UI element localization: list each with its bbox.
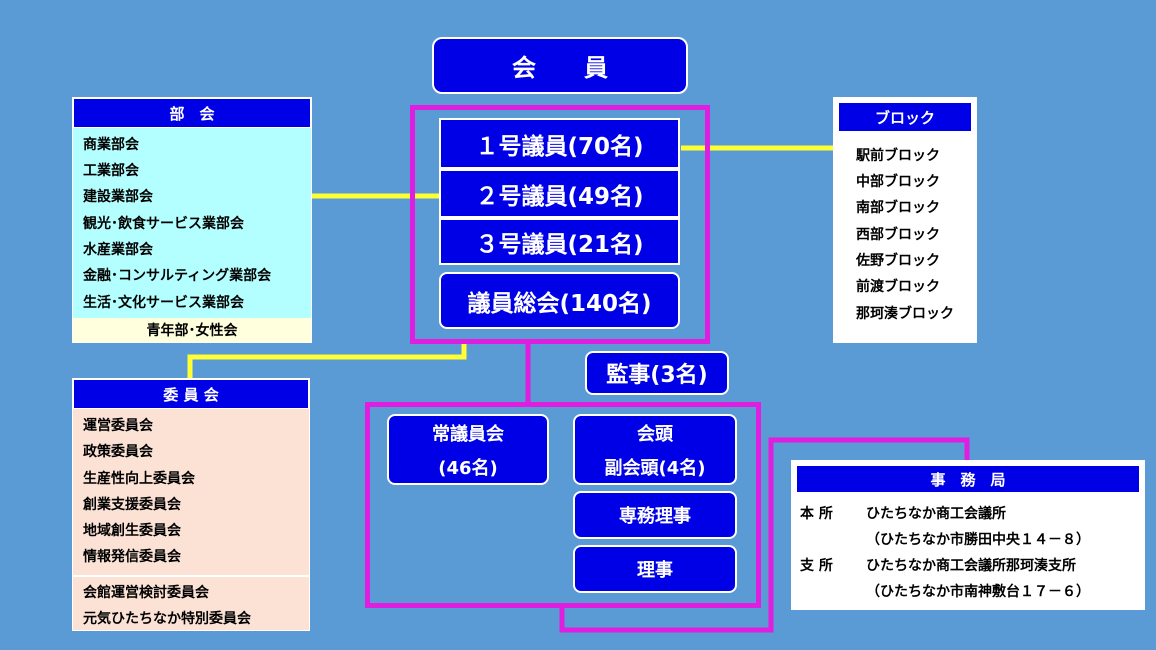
block-item: 西部ブロック [856, 227, 940, 243]
general-assembly-label: 議員総会(140名) [467, 290, 652, 317]
councilor-frame [410, 105, 710, 344]
councilor-2-label: ２号議員(49名) [475, 183, 644, 210]
councilor-1-label: １号議員(70名) [475, 133, 644, 160]
bukai-panel: 部 会 商業部会 工業部会 建設業部会 観光･飲食サービス業部会 水産業部会 金… [72, 97, 312, 343]
auditor-box: 監事(3名) [585, 351, 729, 395]
block-title: ブロック [838, 102, 972, 132]
jimukyoku-connector [559, 437, 970, 633]
block-item: 南部ブロック [856, 200, 940, 216]
iinkai-item: 生産性向上委員会 [83, 471, 195, 487]
block-item: 駅前ブロック [856, 148, 940, 164]
president-box: 会頭 副会頭(4名) [573, 414, 737, 485]
standing-council-label: 常議員会 [432, 423, 504, 445]
iinkai-item: 地域創生委員会 [83, 523, 181, 539]
bukai-item: 生活･文化サービス業部会 [83, 295, 244, 311]
iinkai-title: 委 員 会 [73, 379, 309, 409]
councilor-3-label: ３号議員(21名) [475, 231, 644, 258]
director-box: 理事 [573, 545, 737, 593]
iinkai-item: 政策委員会 [83, 444, 153, 460]
jimukyoku-title: 事 務 局 [796, 465, 1140, 493]
auditor-label: 監事(3名) [606, 363, 708, 388]
block-item: 中部ブロック [856, 174, 940, 190]
iinkai-item: 会館運営検討委員会 [83, 585, 209, 601]
bukai-item: 水産業部会 [83, 242, 153, 258]
block-item: 佐野ブロック [856, 253, 940, 269]
director-label: 理事 [637, 560, 673, 581]
block-item: 那珂湊ブロック [856, 306, 954, 322]
bukai-item: 金融･コンサルティング業部会 [83, 268, 272, 284]
bukai-item: 商業部会 [83, 137, 139, 153]
iinkai-item: 運営委員会 [83, 418, 153, 434]
iinkai-connector [187, 343, 467, 378]
honsho-name: ひたちなか商工会議所 [866, 506, 1006, 522]
bukai-item: 建設業部会 [83, 189, 153, 205]
iinkai-item: 情報発信委員会 [83, 549, 181, 565]
shisho-address: （ひたちなか市南神敷台１７－６） [866, 584, 1090, 600]
standing-council-box: 常議員会 (46名) [387, 414, 549, 485]
vice-president-label: 副会頭(4名) [604, 457, 706, 479]
bukai-title: 部 会 [73, 98, 311, 128]
honsho-label: 本 所 [800, 506, 833, 522]
councilor-3-box: ３号議員(21名) [439, 218, 680, 265]
shisho-label: 支 所 [800, 558, 833, 574]
block-item: 前渡ブロック [856, 279, 940, 295]
member-box: 会 員 [432, 37, 688, 94]
shisho-name: ひたちなか商工会議所那珂湊支所 [866, 558, 1076, 574]
bukai-footer: 青年部･女性会 [73, 318, 311, 342]
general-assembly-box: 議員総会(140名) [439, 272, 680, 329]
iinkai-panel: 委 員 会 運営委員会 政策委員会 生産性向上委員会 創業支援委員会 地域創生委… [72, 378, 310, 631]
president-label: 会頭 [637, 423, 673, 445]
managing-director-label: 専務理事 [619, 506, 691, 527]
bukai-item: 観光･飲食サービス業部会 [83, 216, 244, 232]
jimukyoku-panel: 事 務 局 本 所 ひたちなか商工会議所 （ひたちなか市勝田中央１４－８） 支 … [791, 460, 1145, 610]
iinkai-divider [73, 575, 309, 577]
executive-frame [365, 402, 761, 608]
standing-council-count: (46名) [438, 457, 498, 479]
block-panel: ブロック 駅前ブロック 中部ブロック 南部ブロック 西部ブロック 佐野ブロック … [833, 97, 977, 343]
councilor-1-box: １号議員(70名) [439, 118, 680, 169]
iinkai-item: 元気ひたちなか特別委員会 [83, 611, 251, 627]
managing-director-box: 専務理事 [573, 491, 737, 539]
bukai-item: 工業部会 [83, 163, 139, 179]
iinkai-item: 創業支援委員会 [83, 497, 181, 513]
member-label: 会 員 [512, 54, 608, 82]
councilor-2-box: ２号議員(49名) [439, 169, 680, 218]
honsho-address: （ひたちなか市勝田中央１４－８） [866, 532, 1090, 548]
